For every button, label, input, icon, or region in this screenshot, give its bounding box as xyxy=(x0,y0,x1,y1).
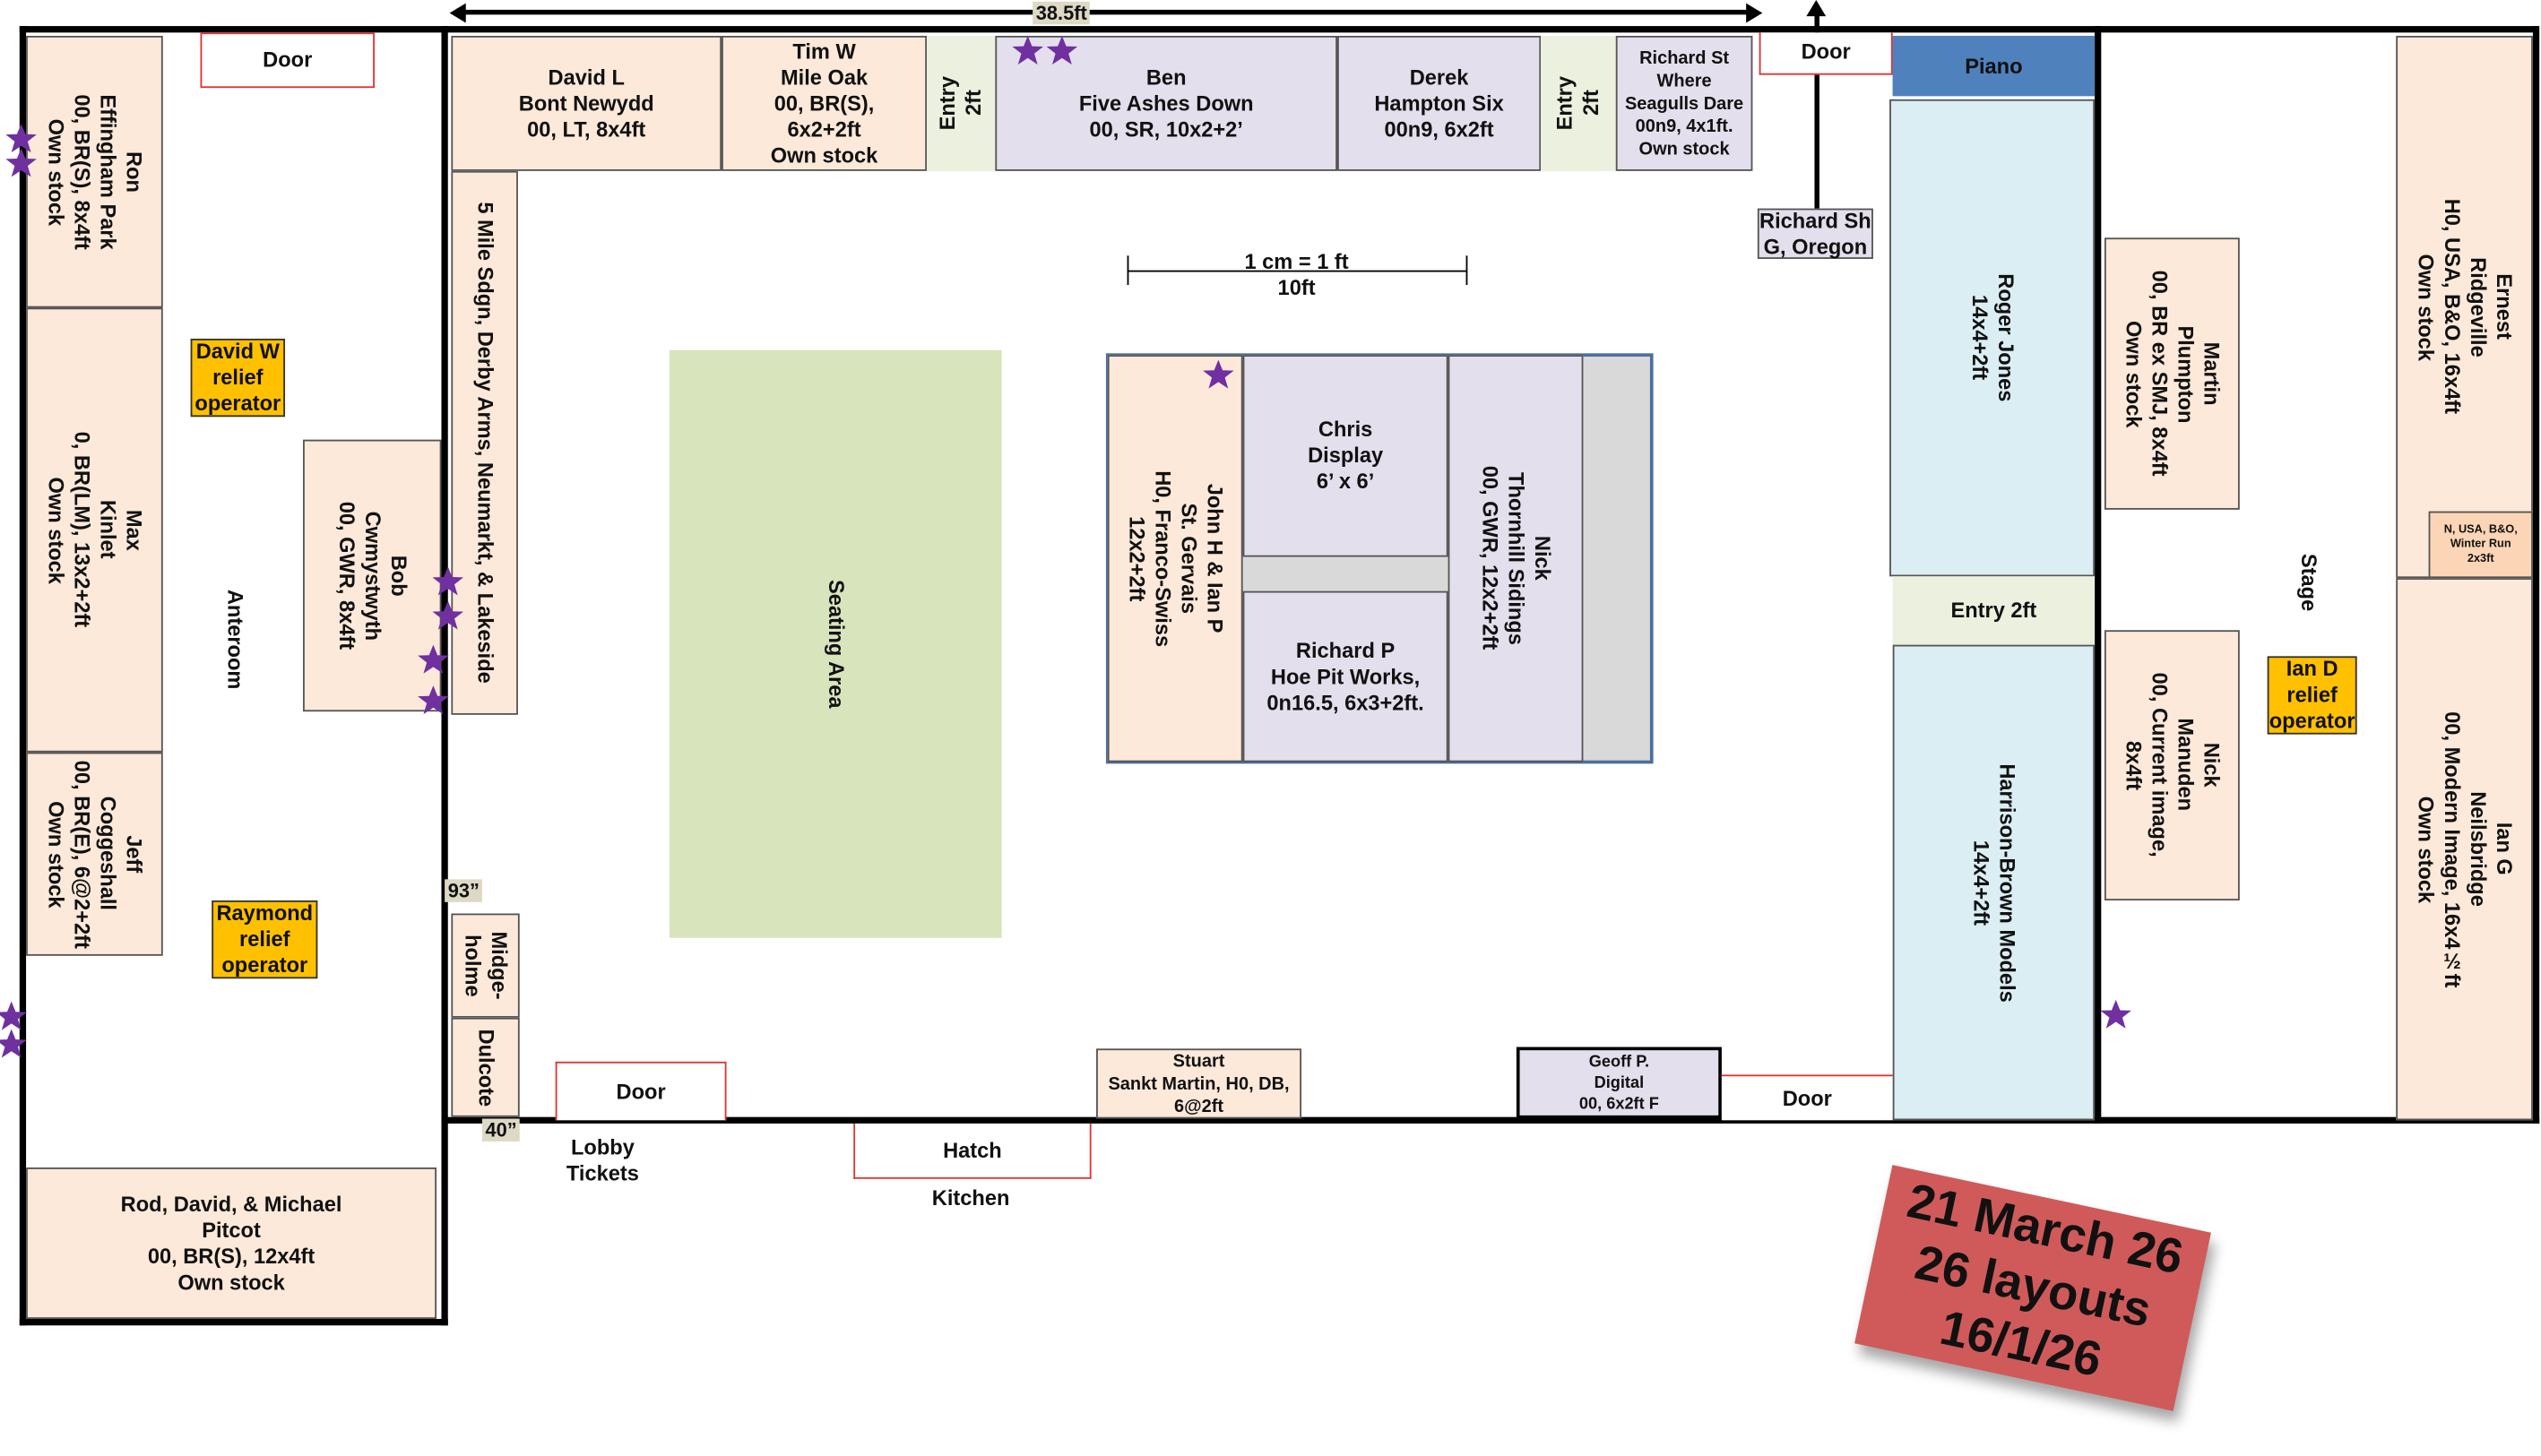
entry-top-2: Entry 2ft xyxy=(1541,35,1616,171)
layout-martin: Martin Plumpton 00, BR ex SMJ, 8x4ft Own… xyxy=(2104,237,2240,510)
star-icon xyxy=(2100,999,2131,1029)
room-label-anteroom: Anteroom xyxy=(222,589,248,690)
star-icon xyxy=(0,1029,27,1058)
gap-label-40: 40” xyxy=(481,1118,521,1142)
star-icon xyxy=(1012,35,1043,65)
wall xyxy=(19,26,27,1326)
layout-chris: Chris Display 6’ x 6’ xyxy=(1242,355,1448,557)
relief-operator-david-w: David W relief operator xyxy=(190,338,286,418)
gap-label-93: 93” xyxy=(445,879,483,902)
layout-winter-run: N, USA, B&O, Winter Run 2x3ft xyxy=(2428,511,2533,579)
wall xyxy=(441,1116,2540,1124)
date-note: 21 March 26 26 layouts 16/1/26 xyxy=(1854,1165,2211,1411)
arrow-head-right-icon xyxy=(1746,3,1763,23)
room-label-stage: Stage xyxy=(2296,553,2321,612)
layout-ernest: Ernest Ridgeville H0, USA, B&O, 16x4ft O… xyxy=(2396,35,2533,579)
star-icon xyxy=(432,600,464,630)
layout-dulcote: Dulcote xyxy=(451,1017,520,1117)
star-icon xyxy=(432,566,464,596)
arrow-head-left-icon xyxy=(449,3,466,23)
dimension-arrow xyxy=(462,9,1750,15)
layout-ron: Ron Effingham Park 00, BR(S), 8x4ft Own … xyxy=(26,35,163,308)
scale-bar xyxy=(1127,270,1466,272)
layout-roger-jones: Roger Jones 14x4+2ft xyxy=(1889,99,2096,577)
relief-operator-raymond: Raymond relief operator xyxy=(212,900,318,979)
layout-richard-sh: Richard Sh G, Oregon xyxy=(1757,208,1873,259)
wall xyxy=(2532,26,2540,1124)
entry-top-1: Entry 2ft xyxy=(927,35,996,171)
door-anteroom[interactable]: Door xyxy=(200,32,375,89)
wall xyxy=(19,26,2538,33)
layout-five-mile-sdgn: 5 Mile Sdgn, Derby Arms, Neumarkt, & Lak… xyxy=(451,170,518,715)
star-icon xyxy=(5,148,37,177)
layout-bob: Bob Cwmystwyth 00, GWR, 8x4ft xyxy=(303,439,442,712)
layout-rod-david-michael: Rod, David, & Michael Pitcot 00, BR(S), … xyxy=(26,1167,437,1320)
door-top-right[interactable]: Door xyxy=(1759,32,1893,75)
layout-max: Max Kinlet 0, BR(LM), 13x2+2ft Own stock xyxy=(26,307,163,753)
seating-area: Seating Area xyxy=(669,349,1002,938)
star-icon xyxy=(418,644,449,674)
star-icon xyxy=(5,124,37,153)
room-label-lobby: Lobby Tickets xyxy=(566,1134,639,1185)
star-icon xyxy=(418,685,449,715)
layout-ben: Ben Five Ashes Down 00, SR, 10x2+2’ xyxy=(995,35,1338,171)
layout-nick-thornhill: Nick Thornhill Sidings 00, GWR, 12x2+2ft xyxy=(1448,355,1584,762)
layout-harrison-brown: Harrison-Brown Models 14x4+2ft xyxy=(1892,644,2096,1121)
room-label-kitchen: Kitchen xyxy=(931,1185,1010,1210)
relief-operator-ian-d: Ian D relief operator xyxy=(2267,656,2357,735)
layout-midgeholme: Midge- holme xyxy=(451,913,520,1018)
layout-stuart: Stuart Sankt Martin, H0, DB, 6@2ft xyxy=(1096,1048,1302,1119)
layout-richard-st: Richard St Where Seagulls Dare 00n9, 4x1… xyxy=(1615,35,1753,171)
entry-right: Entry 2ft xyxy=(1892,576,2096,645)
hatch[interactable]: Hatch xyxy=(853,1123,1092,1179)
door-bottom-right[interactable]: Door xyxy=(1721,1074,1893,1121)
star-icon xyxy=(1203,359,1234,389)
scale-tick xyxy=(1127,255,1129,286)
arrow-head-up-icon xyxy=(1806,0,1827,17)
door-bottom-left[interactable]: Door xyxy=(555,1061,727,1121)
layout-richard-p: Richard P Hoe Pit Works, 0n16.5, 6x3+2ft… xyxy=(1242,590,1448,762)
up-arrow xyxy=(1814,13,1819,209)
layout-geoff: Geoff P. Digital 00, 6x2ft F xyxy=(1516,1047,1722,1119)
dimension-label: 38.5ft xyxy=(1033,1,1091,25)
scale-length: 10ft xyxy=(1277,275,1316,300)
scale-label: 1 cm = 1 ft xyxy=(1244,249,1349,274)
layout-david-l: David L Bont Newydd 00, LT, 8x4ft xyxy=(451,35,722,171)
layout-derek: Derek Hampton Six 00n9, 6x2ft xyxy=(1337,35,1542,171)
layout-nick-manuden: Nick Manuden 00, Current image, 8x4ft xyxy=(2104,630,2240,900)
layout-john-ian: John H & Ian P St. Gervais H0, Franco-Sw… xyxy=(1107,355,1243,762)
piano: Piano xyxy=(1892,35,2096,97)
wall xyxy=(2095,26,2102,1124)
wall xyxy=(441,26,448,1326)
layout-tim-w: Tim W Mile Oak 00, BR(S), 6x2+2ft Own st… xyxy=(722,35,928,171)
layout-jeff: Jeff Coggeshall 00, BR(E), 6@2+2ft Own s… xyxy=(26,752,163,956)
star-icon xyxy=(1046,35,1078,65)
star-icon xyxy=(0,1001,27,1030)
wall xyxy=(19,1319,448,1326)
scale-tick xyxy=(1465,255,1468,286)
layout-ian-g: Ian G Neilsbridge 00, Modern Image, 16x4… xyxy=(2396,578,2533,1121)
